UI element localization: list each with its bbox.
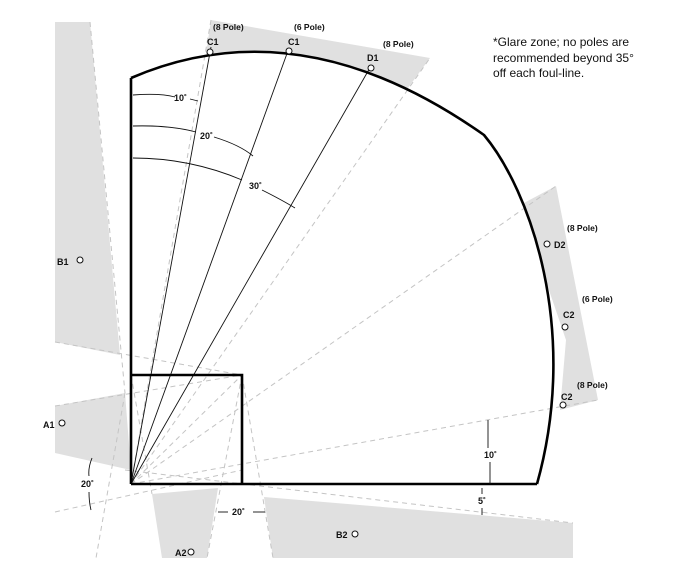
pole-marker-c1-6 [285, 47, 293, 55]
angle-dimensions: 10˚ 20˚ 30˚ 10˚ 5˚ 20˚ 20˚ [81, 93, 497, 517]
pole-id-label: D1 [367, 53, 379, 63]
pole-id-label: C1 [288, 37, 300, 47]
glare-zone-b2 [264, 497, 573, 558]
glare-zone-note: *Glare zone; no poles are recommended be… [493, 35, 634, 80]
pole-marker-c2-8 [559, 401, 567, 409]
pole-type-label: (8 Pole) [383, 39, 414, 49]
glare-zone-b1 [55, 22, 120, 355]
pole-marker-c1-8 [206, 48, 214, 56]
angle-label-10: 10˚ [174, 93, 187, 103]
angle-label-bottom-20: 20˚ [232, 507, 245, 517]
note-line-2: recommended beyond 35° [493, 51, 634, 65]
pole-marker-d1 [367, 64, 375, 72]
pole-marker-b2 [351, 530, 359, 538]
pole-id-label: C1 [207, 37, 219, 47]
pole-id-label: A2 [175, 548, 187, 558]
pole-type-label: (8 Pole) [213, 22, 244, 32]
pole-marker-b1 [76, 256, 84, 264]
infield-square [131, 373, 244, 484]
pole-marker-a2 [187, 548, 195, 556]
angle-label-left-20: 20˚ [81, 479, 94, 489]
pole-type-label: (8 Pole) [577, 380, 608, 390]
pole-id-label: A1 [43, 420, 55, 430]
pole-type-label: (6 Pole) [294, 22, 325, 32]
aiming-lines [130, 46, 372, 485]
pole-id-label: D2 [554, 240, 566, 250]
note-line-1: *Glare zone; no poles are [493, 35, 629, 49]
pole-id-label: B1 [57, 257, 69, 267]
pole-marker-d2 [543, 240, 551, 248]
glare-zone-a1 [55, 393, 131, 470]
angle-label-20: 20˚ [200, 131, 213, 141]
angle-label-30: 30˚ [249, 181, 262, 191]
angle-label-right-10: 10˚ [484, 450, 497, 460]
angle-label-bottom-5: 5˚ [478, 496, 486, 506]
pole-id-label: C2 [563, 310, 575, 320]
outfield-fence [130, 50, 555, 485]
glare-zone-right [520, 186, 598, 410]
note-line-3: off each foul-line. [493, 66, 584, 80]
pole-marker-a1 [58, 419, 66, 427]
pole-id-label: C2 [561, 392, 573, 402]
pole-id-label: B2 [336, 530, 348, 540]
pole-type-label: (6 Pole) [582, 294, 613, 304]
pole-markers: (8 Pole) C1 (6 Pole) C1 (8 Pole) D1 (8 P… [43, 22, 613, 558]
pole-marker-c2-6 [561, 323, 569, 331]
glare-zone-a2 [152, 488, 218, 558]
pole-type-label: (8 Pole) [567, 223, 598, 233]
